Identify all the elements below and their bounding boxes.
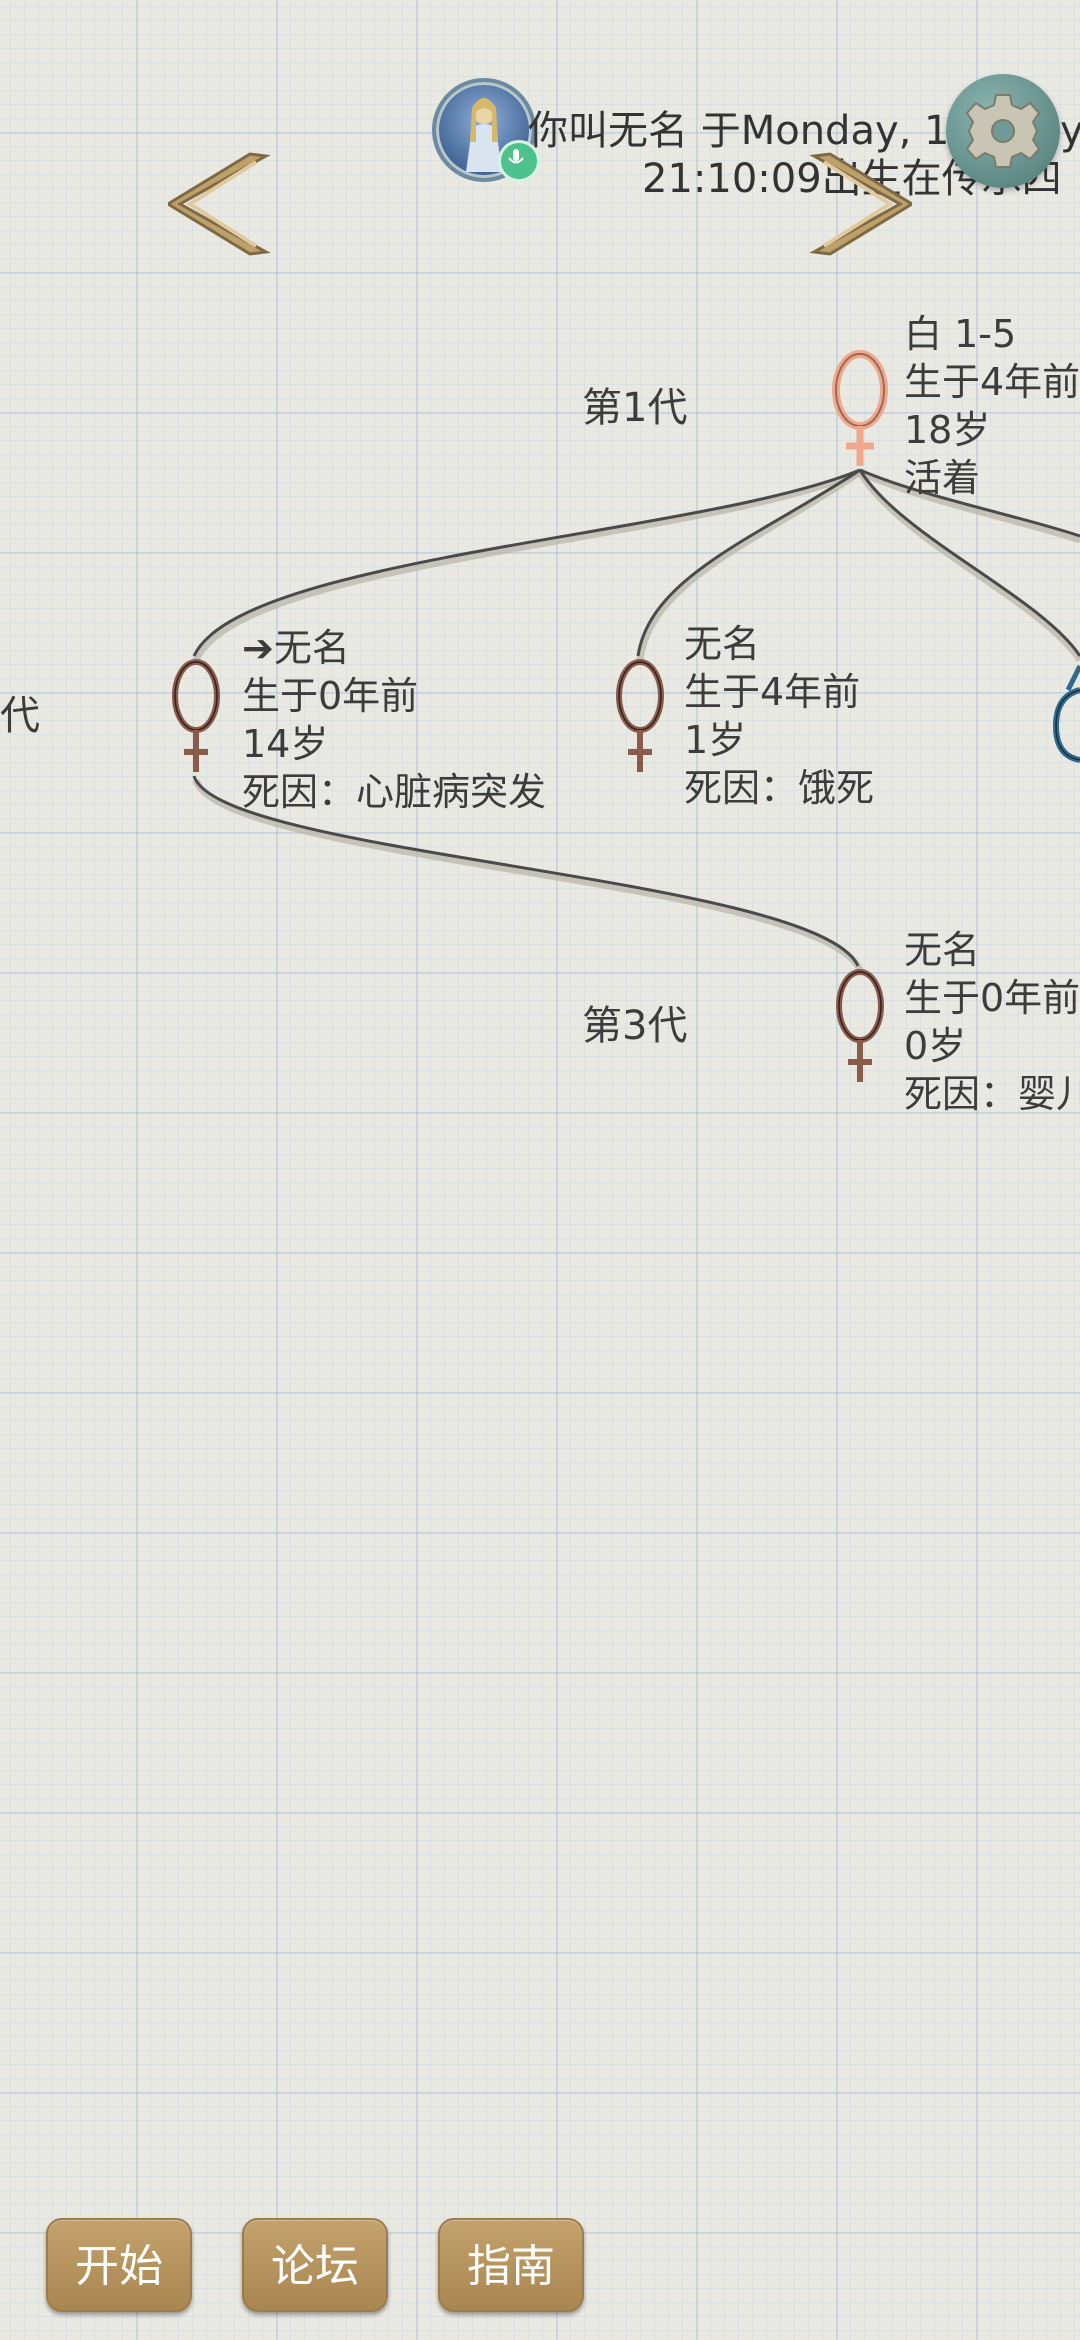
member-name: 无名	[684, 622, 761, 666]
male-symbol-icon[interactable]	[1050, 660, 1080, 780]
member-born: 生于0年前	[904, 976, 1080, 1020]
generation-label-2: 代	[0, 693, 40, 739]
member-status: 死因：婴儿	[904, 1072, 1080, 1116]
member-age: 0岁	[904, 1024, 967, 1068]
line-child1-grandchild1	[192, 775, 860, 967]
forum-button[interactable]: 论坛	[242, 2218, 388, 2312]
chevron-left-icon[interactable]	[168, 150, 272, 258]
member-status: 死因：心脏病突发	[242, 770, 547, 814]
female-symbol-icon[interactable]	[168, 656, 224, 776]
female-symbol-icon[interactable]	[612, 656, 668, 776]
member-name: 白 1-5	[904, 312, 1017, 356]
member-name: 无名	[904, 928, 981, 972]
generation-label-3: 第3代	[582, 1003, 688, 1049]
guide-button[interactable]: 指南	[438, 2218, 584, 2312]
member-root-info: 白 1-5 生于4年前 18岁 活着	[904, 310, 1080, 502]
member-status: 死因：饿死	[684, 766, 875, 810]
line-root-child2	[636, 468, 861, 657]
gear-icon	[965, 94, 1041, 168]
avatar-figure-icon	[466, 98, 502, 172]
member-child2-info: 无名 生于4年前 1岁 死因：饿死	[684, 620, 874, 812]
line-root-child4	[859, 468, 1080, 538]
member-born: 生于4年前	[684, 670, 861, 714]
member-name: ➔无名	[242, 626, 350, 670]
birth-info-line1: 你叫无名 于Monday, 1	[528, 108, 950, 154]
generation-label-1: 第1代	[582, 385, 688, 431]
chevron-right-icon[interactable]	[808, 150, 912, 258]
line-root-child3	[858, 469, 1080, 657]
member-age: 18岁	[904, 408, 991, 452]
member-status: 活着	[904, 456, 981, 500]
member-age: 14岁	[242, 722, 329, 766]
tree-line-shadows	[192, 468, 1080, 972]
female-symbol-icon[interactable]	[832, 966, 888, 1086]
birth-info-line1-tail: y	[1060, 108, 1080, 154]
member-age: 1岁	[684, 718, 747, 762]
member-born: 生于4年前	[904, 360, 1080, 404]
tree-line-strokes	[192, 468, 1080, 967]
line-root-child1	[192, 468, 861, 657]
member-grandchild1-info: 无名 生于0年前 0岁 死因：婴儿	[904, 926, 1080, 1118]
member-child1-info: ➔无名 生于0年前 14岁 死因：心脏病突发	[242, 624, 546, 816]
start-button[interactable]: 开始	[46, 2218, 192, 2312]
settings-button[interactable]	[946, 74, 1060, 188]
member-born: 生于0年前	[242, 674, 419, 718]
microphone-icon[interactable]	[498, 140, 540, 182]
female-symbol-icon[interactable]	[828, 348, 892, 470]
